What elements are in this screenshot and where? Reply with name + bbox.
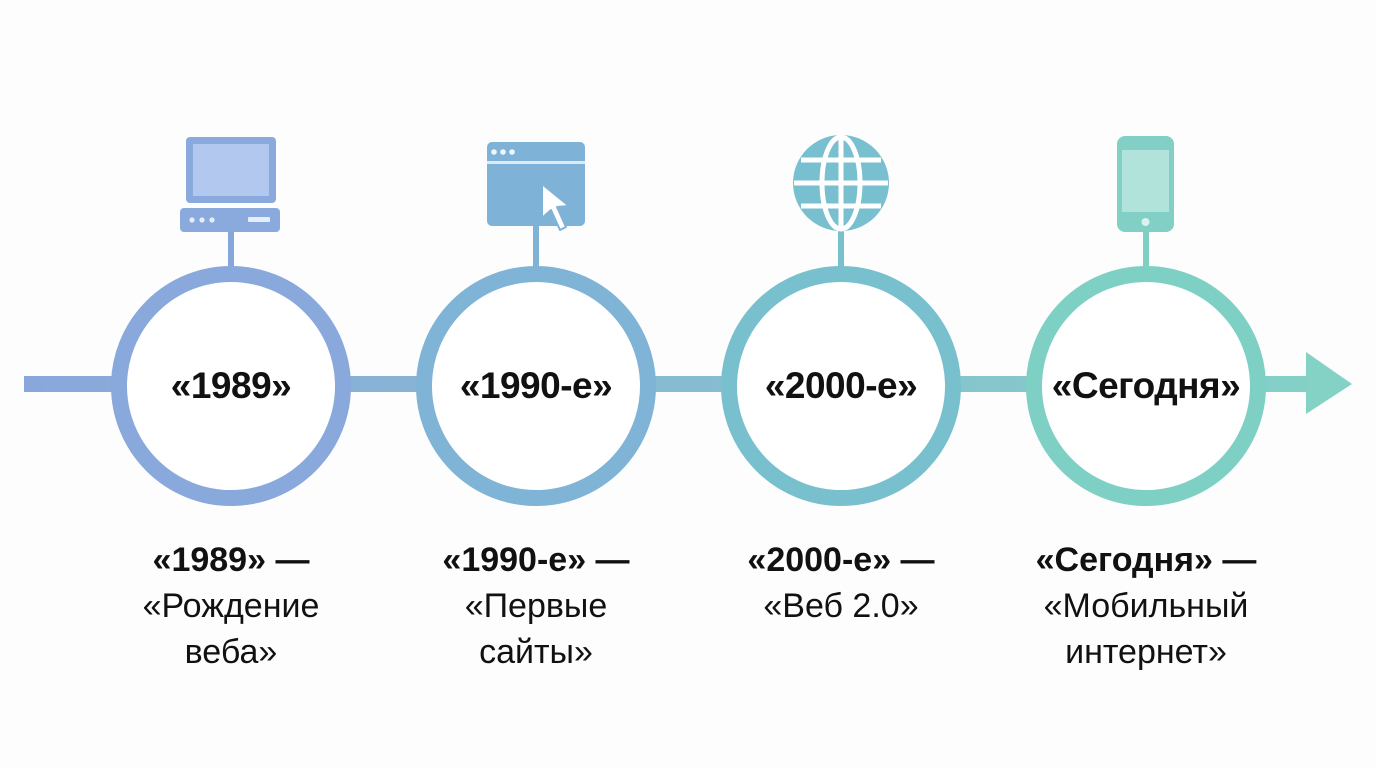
milestone-caption-today: «Сегодня» — «Мобильный интернет» — [1006, 537, 1286, 675]
milestone-circle-2000s — [721, 266, 961, 506]
browser-window-icon — [487, 142, 585, 231]
milestone-circle-1989 — [111, 266, 351, 506]
milestone-label-today: «Сегодня» — [1051, 365, 1241, 406]
icon-stem-2000s — [838, 228, 844, 268]
milestone-caption-1989: «1989» — «Рождение веба» — [91, 537, 371, 675]
milestone-label-1990s: «1990-е» — [459, 365, 613, 406]
caption-desc-today: «Мобильный интернет» — [1043, 587, 1249, 671]
milestone-label-2000s: «2000-е» — [764, 365, 918, 406]
milestone-caption-1990s: «1990-е» — «Первые сайты» — [396, 537, 676, 675]
computer-icon — [180, 137, 280, 232]
caption-head-1989: «1989» — — [152, 541, 310, 579]
caption-desc-1989: «Рождение веба» — [142, 587, 320, 671]
smartphone-icon — [1117, 136, 1174, 232]
caption-head-1990s: «1990-е» — — [442, 541, 630, 579]
arrow-head-icon — [1306, 352, 1352, 414]
icon-stem-today — [1143, 232, 1149, 268]
cursor-icon — [541, 183, 570, 231]
caption-desc-2000s: «Веб 2.0» — [763, 587, 919, 625]
milestone-circle-today — [1026, 266, 1266, 506]
globe-icon — [793, 134, 889, 232]
icon-stem-1989 — [228, 232, 234, 268]
caption-desc-1990s: «Первые сайты» — [464, 587, 608, 671]
caption-head-today: «Сегодня» — — [1035, 541, 1257, 579]
caption-head-2000s: «2000-е» — — [747, 541, 935, 579]
milestone-caption-2000s: «2000-е» — «Веб 2.0» — [701, 537, 981, 629]
icon-stem-1990s — [533, 224, 539, 268]
milestone-circle-1990s — [416, 266, 656, 506]
milestone-label-1989: «1989» — [170, 365, 292, 406]
